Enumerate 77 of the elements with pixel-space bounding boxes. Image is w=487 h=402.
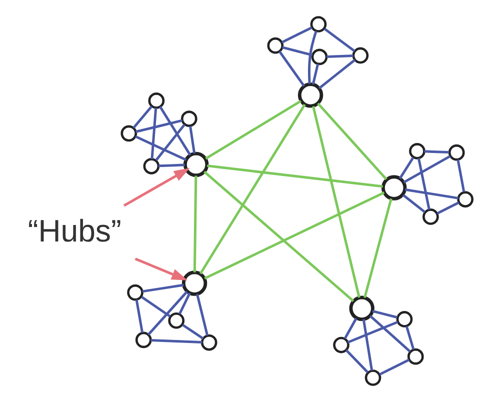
connector <box>372 310 398 319</box>
connector <box>369 315 411 353</box>
connector <box>155 124 186 162</box>
node-circle <box>148 92 165 109</box>
connector <box>379 358 410 376</box>
connector <box>132 106 153 129</box>
connector <box>398 156 414 180</box>
connector <box>282 46 313 56</box>
connector <box>326 54 354 58</box>
node-circle <box>409 143 426 160</box>
connector <box>135 300 144 333</box>
connector <box>318 58 356 90</box>
node-circle <box>457 191 474 208</box>
node-circle <box>143 158 160 174</box>
connector <box>324 28 356 52</box>
connector <box>312 64 320 85</box>
node-circle <box>310 16 327 32</box>
connector <box>347 320 398 344</box>
connector <box>158 164 185 168</box>
connector <box>405 326 415 350</box>
connector <box>203 170 354 302</box>
connector <box>362 319 374 371</box>
connector <box>193 176 198 272</box>
node-circle <box>311 48 328 66</box>
connector <box>196 294 209 336</box>
connector <box>345 349 369 374</box>
connector <box>204 191 385 280</box>
connector <box>135 135 187 162</box>
connector <box>317 102 388 180</box>
connector <box>150 339 202 344</box>
node-circle <box>298 82 324 108</box>
connector <box>363 198 392 298</box>
connector <box>159 106 192 156</box>
node-circle <box>364 370 382 386</box>
connector <box>150 108 158 160</box>
node-circle <box>135 332 152 348</box>
arrow <box>134 258 188 280</box>
connector <box>206 164 383 188</box>
node-circle <box>349 296 374 322</box>
connector <box>344 318 358 340</box>
connector <box>278 50 306 87</box>
connector <box>182 324 204 340</box>
connector <box>456 159 466 192</box>
node-circle <box>267 37 284 54</box>
node-circle <box>448 144 465 161</box>
connector <box>205 100 302 160</box>
connector <box>199 104 306 274</box>
connector <box>308 30 318 84</box>
connector <box>147 290 188 336</box>
node-circle <box>333 336 350 354</box>
node-circle <box>183 152 209 178</box>
connector <box>403 155 451 184</box>
connector <box>436 202 460 214</box>
connector <box>402 194 426 214</box>
connector <box>281 26 312 44</box>
node-circle <box>127 284 144 301</box>
node-circle <box>180 110 198 127</box>
connector <box>405 188 459 200</box>
connector <box>424 150 450 154</box>
connector <box>417 158 430 210</box>
node-circle <box>407 348 424 365</box>
node-circle <box>381 175 407 200</box>
node-circle <box>200 334 218 351</box>
node-circle <box>168 312 185 329</box>
node-circle <box>422 208 439 225</box>
node-circle <box>120 125 138 142</box>
node-circle <box>352 47 369 64</box>
connector <box>312 106 360 298</box>
connector <box>142 284 184 293</box>
connector <box>178 292 191 314</box>
arrow <box>123 168 190 207</box>
connector <box>189 126 196 154</box>
node-text: “Hubs” <box>28 214 122 249</box>
node-circle <box>182 270 208 296</box>
connector <box>136 119 183 133</box>
node-circle <box>396 311 413 328</box>
connector <box>140 296 171 318</box>
